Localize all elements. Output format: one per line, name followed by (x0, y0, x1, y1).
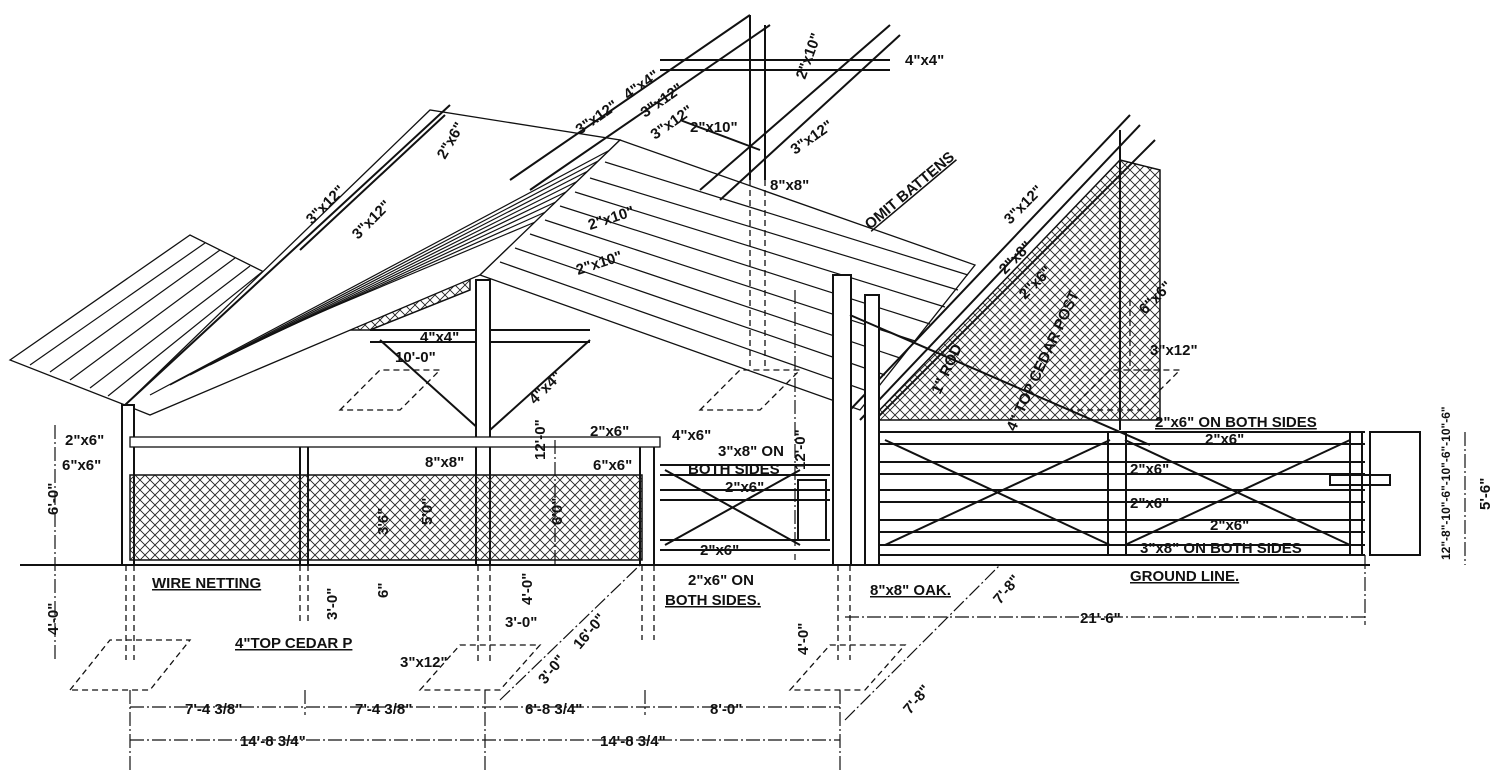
label: 6" (375, 583, 392, 598)
label: 2"x6" (1205, 431, 1244, 448)
label: 2"x6" (1130, 461, 1169, 478)
label: 3'-0" (324, 588, 341, 620)
left-roof-boards (149, 149, 611, 396)
label: 3"x12" (1001, 182, 1047, 228)
label: 3"x8" ON BOTH SIDES (1140, 540, 1302, 557)
label: 21'-6" (1080, 610, 1121, 627)
label: 5'-6" (1477, 478, 1494, 510)
label: 2"x6" (1130, 495, 1169, 512)
label: 3'-0" (535, 652, 569, 688)
label: 8'-0" (710, 701, 742, 718)
label: 6'-8 3/4" (525, 701, 582, 718)
label: 2"x6" (725, 479, 764, 496)
wire-netting-panel (129, 474, 643, 561)
label: BOTH SIDES. (665, 592, 761, 609)
label: 8"x8" (425, 454, 464, 471)
label: 6'0" (549, 498, 566, 525)
small-gate (660, 464, 830, 551)
label: 3'-0" (505, 614, 537, 631)
left-shed-battens (29, 242, 263, 397)
label: 8"x8" (770, 177, 809, 194)
label: 3"x8" ON (718, 443, 784, 460)
label: 14'-8 3/4" (600, 733, 666, 750)
label: 14'-8 3/4" (240, 733, 306, 750)
label: 16'-0" (570, 610, 609, 652)
label: 2"x6" (65, 432, 104, 449)
label: 12'-0" (532, 419, 549, 460)
label: 7'-4 3/8" (185, 701, 242, 718)
label: 7'-4 3/8" (355, 701, 412, 718)
label: 4'-0" (519, 573, 536, 605)
label: 3"x12" (1150, 342, 1198, 359)
label: 2"x10" (690, 119, 738, 136)
label: 4"x4" (526, 368, 566, 408)
large-gate (849, 314, 1421, 556)
label: 2"x10" (793, 31, 825, 82)
label: 2"x6" ON (688, 572, 754, 589)
label: 3"x12" (400, 654, 448, 671)
label: 3'6" (375, 508, 392, 535)
upper-framing (509, 14, 901, 201)
labels: 4"x4" 3"x12" 4"x4" 3"x12" 3"x12" 2"x10" … (45, 31, 1494, 750)
label: 6'-0" (45, 483, 62, 515)
post-footings (68, 180, 1182, 691)
label: 2"x6" (1210, 517, 1249, 534)
label: 4"x4" (905, 52, 944, 69)
label: 10'-0" (395, 349, 436, 366)
label: 4"TOP CEDAR P (235, 635, 352, 652)
label: 5'0" (419, 498, 436, 525)
label: 12"-8"-10"-6"-10"-6"-10"-6" (1439, 406, 1453, 560)
label: WIRE NETTING (152, 575, 261, 592)
label: 6"x6" (593, 457, 632, 474)
label: 6"x6" (62, 457, 101, 474)
label: 2"x6" (590, 423, 629, 440)
label: 4"x4" (420, 329, 459, 346)
label: 7'-8" (900, 682, 934, 718)
label: OMIT BATTENS (862, 148, 958, 233)
label: 4'-0" (795, 623, 812, 655)
label: 2"x6" (700, 542, 739, 559)
label: 12'-0" (792, 429, 809, 470)
left-fence (129, 436, 661, 561)
label: GROUND LINE. (1130, 568, 1239, 585)
label: 4"x6" (672, 427, 711, 444)
label: 4'-0" (45, 603, 62, 635)
label: 3"x12" (788, 117, 837, 158)
label: BOTH SIDES (688, 461, 780, 478)
label: 7'-8" (990, 572, 1024, 608)
dimension-lines (54, 290, 1466, 770)
label: 2"x6" ON BOTH SIDES (1155, 414, 1317, 431)
label: 8"x8" OAK. (870, 582, 951, 599)
roof-structure (8, 14, 1161, 431)
right-shed-rafters (849, 114, 1156, 430)
